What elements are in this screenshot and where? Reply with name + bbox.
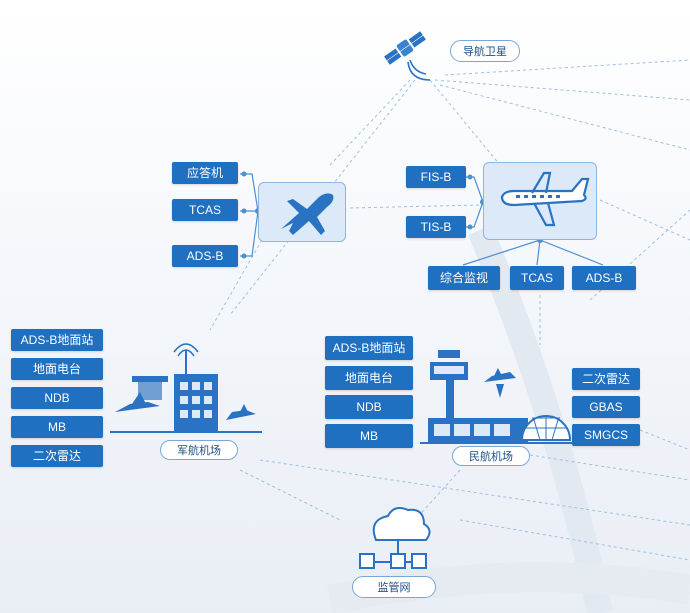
civil-aircraft-item: 综合监视 [428,266,500,290]
military-aircraft-item: ADS-B [172,245,238,267]
military-airport-item: 地面电台 [11,358,103,380]
satellite-icon [384,31,426,65]
civil-airport-label: 民航机场 [452,446,530,466]
civil-aircraft-panel [483,162,597,240]
civil-airport-item: ADS-B地面站 [325,336,413,360]
military-aircraft-connectors [240,173,259,257]
civil-airport-item: 地面电台 [325,366,413,390]
military-aircraft-item: 应答机 [172,162,238,184]
military-airport-item: ADS-B地面站 [11,329,103,351]
military-airport-item: MB [11,416,103,438]
civil-airport-item: SMGCS [572,424,640,446]
network-label: 监管网 [352,576,436,598]
military-aircraft-panel [258,182,346,242]
signal-waves-icon [407,59,431,81]
civil-aircraft-item: ADS-B [572,266,636,290]
military-airport-item: 二次雷达 [11,445,103,467]
military-airport-label: 军航机场 [160,440,238,460]
civil-aircraft-item: TIS-B [406,216,466,238]
civil-aircraft-item: TCAS [510,266,564,290]
military-aircraft-item: TCAS [172,199,238,221]
military-airport-icon [110,343,262,433]
fighter-jet-icon [281,193,334,235]
satellite-label: 导航卫星 [450,40,520,62]
military-airport-item: NDB [11,387,103,409]
civil-airport-item: GBAS [572,396,640,418]
civil-airport-item: 二次雷达 [572,368,640,390]
civil-airport-item: MB [325,424,413,448]
dashed-links [209,59,690,561]
civil-airport-item: NDB [325,395,413,419]
airliner-icon [500,171,590,227]
cloud-network-icon [359,507,431,569]
civil-airport-icon [420,350,574,444]
civil-aircraft-item: FIS-B [406,166,466,188]
